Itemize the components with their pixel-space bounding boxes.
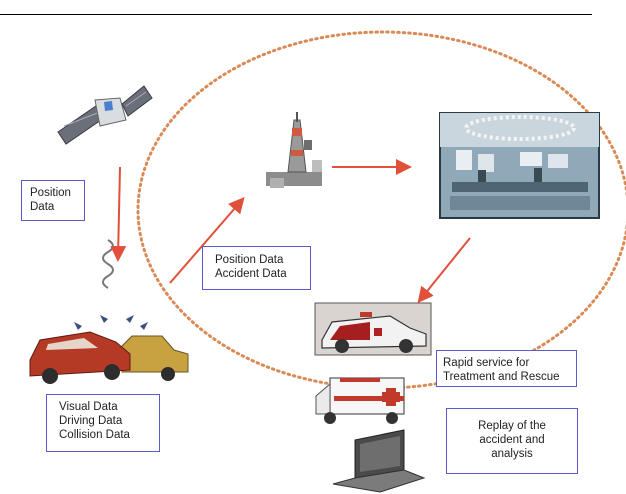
label-line: analysis (491, 448, 533, 460)
label-line: Replay of the (478, 420, 546, 432)
police-car-icon (314, 302, 432, 356)
label-line: Driving Data (59, 415, 123, 427)
car-crash-icon (29, 239, 189, 384)
label-line: Accident Data (215, 268, 287, 280)
label-position-data: Position Data (21, 180, 85, 221)
satellite-icon (57, 85, 153, 145)
label-visual-driving-collision: Visual Data Driving Data Collision Data (46, 394, 160, 452)
label-rapid-service: Rapid service for Treatment and Rescue (436, 350, 577, 387)
label-line: Rapid service for (443, 357, 530, 369)
label-line: Data (30, 201, 55, 213)
laptop-icon (332, 429, 426, 493)
label-line: accident and (479, 434, 545, 446)
label-line: Position (30, 187, 71, 199)
arrow-crash-to-tower (169, 196, 245, 284)
top-rule (0, 14, 592, 15)
label-line: Visual Data (59, 401, 118, 413)
ambulance-icon (315, 377, 405, 424)
label-replay: Replay of the accident and analysis (446, 408, 578, 474)
label-line: Treatment and Rescue (443, 371, 560, 383)
radio-tower-icon (266, 112, 322, 188)
arrow-satellite-to-crash (110, 166, 127, 262)
label-line: Collision Data (59, 429, 130, 441)
label-line: Position Data (215, 254, 284, 266)
control-room-icon (439, 112, 600, 219)
label-position-accident-data: Position Data Accident Data (202, 246, 311, 290)
arrow-control-room-to-police (417, 237, 471, 304)
